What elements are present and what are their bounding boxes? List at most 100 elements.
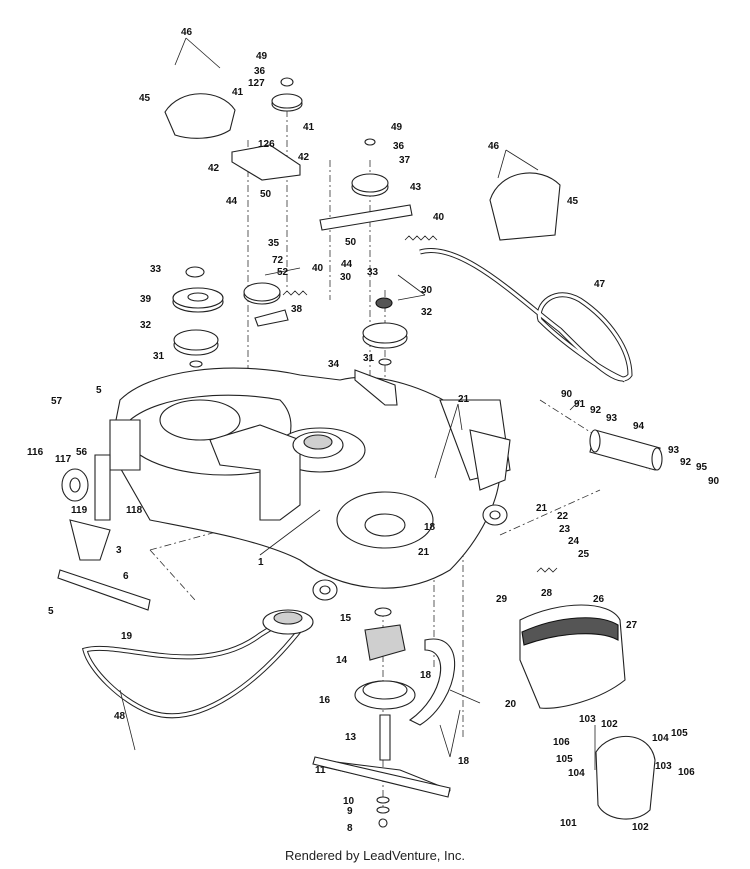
callout-label: 8 [347,823,353,834]
callout-label: 40 [312,263,324,274]
callout-label: 126 [258,139,275,150]
callout-label: 31 [363,353,375,364]
callout-label: 3 [116,545,122,556]
callout-label: 39 [140,294,152,305]
callout-label: 46 [488,141,500,152]
callout-label: 103 [579,714,596,725]
callout-label: 101 [560,818,577,829]
callout-label: 105 [671,728,688,739]
callout-label: 106 [678,767,695,778]
callout-label: 92 [590,405,602,416]
callout-label: 33 [367,267,379,278]
callout-label: 14 [336,655,348,666]
brackets [231,144,413,406]
mulch-cover [595,735,656,820]
callout-label: 26 [593,594,605,605]
callout-label: 56 [76,447,88,458]
callout-label: 72 [272,255,284,266]
callout-label: 22 [557,511,569,522]
callout-label: 43 [410,182,422,193]
callout-label: 21 [458,394,470,405]
mower-deck [109,367,511,589]
callout-label: 38 [291,304,303,315]
callout-label: 102 [601,719,618,730]
callout-label: 35 [268,238,280,249]
callout-label: 27 [626,620,638,631]
callout-label: 104 [568,768,585,779]
leader-lines [119,37,596,770]
callout-label: 104 [652,733,669,744]
callout-label: 50 [260,189,272,200]
callout-label: 11 [315,765,326,776]
callout-label: 34 [328,359,340,370]
callout-label: 29 [496,594,508,605]
callout-label: 20 [505,699,517,710]
callout-label: 94 [633,421,645,432]
callout-label: 95 [696,462,708,473]
mower-blade [312,756,451,798]
callout-label: 117 [55,454,72,465]
callout-label: 93 [668,445,680,456]
callout-label: 40 [433,212,445,223]
callout-label: 45 [567,196,579,207]
callout-label: 93 [606,413,618,424]
callout-label: 127 [248,78,265,89]
callout-label: 91 [574,399,586,410]
callout-label: 18 [420,670,432,681]
callout-label: 57 [51,396,63,407]
callout-label: 44 [341,259,353,270]
callout-label: 42 [298,152,310,163]
callout-label: 119 [71,505,88,516]
callout-label: 36 [393,141,405,152]
callout-label: 105 [556,754,573,765]
callout-label: 52 [277,267,289,278]
callout-label: 10 [343,796,355,807]
callout-label: 16 [319,695,331,706]
callout-label: 21 [418,547,430,558]
callout-label: 90 [708,476,720,487]
pulleys [172,77,408,368]
callout-label: 47 [594,279,606,290]
callout-label: 1 [258,557,264,568]
callout-label: 90 [561,389,573,400]
deck-baffle [408,638,456,726]
belt-shields [164,93,561,241]
callout-label: 106 [553,737,570,748]
gauge-wheel-assembly [57,454,151,611]
callout-label: 32 [421,307,433,318]
callout-label: 41 [232,87,244,98]
callout-label: 24 [568,536,580,547]
callout-label: 25 [578,549,590,560]
callout-label: 5 [96,385,102,396]
callout-label: 30 [421,285,433,296]
callout-label: 116 [27,447,44,458]
callout-label: 36 [254,66,266,77]
callout-label: 9 [347,806,353,817]
deck-wheels [312,429,511,601]
callout-label: 44 [226,196,238,207]
discharge-chute [519,604,626,709]
springs [282,235,558,573]
callout-label: 5 [48,606,54,617]
callout-label: 103 [655,761,672,772]
callout-label: 41 [303,122,315,133]
callout-label: 32 [140,320,152,331]
callout-label: 42 [208,163,220,174]
idler-bracket-assembly [209,424,344,521]
callout-label: 50 [345,237,357,248]
callout-label: 31 [153,351,165,362]
callout-label: 19 [121,631,133,642]
callout-label: 49 [391,122,403,133]
footer-credit: Rendered by LeadVenture, Inc. [285,848,465,863]
anti-scalp-roller [589,429,663,471]
callout-label: 21 [536,503,548,514]
callout-label: 49 [256,51,268,62]
callout-label: 118 [126,505,143,516]
callout-labels: 1 3 5 5 6 8 9 10 11 13 14 15 16 18 18 18… [27,27,720,834]
callout-label: 28 [541,588,553,599]
callout-label: 102 [632,822,649,833]
callout-label: 13 [345,732,357,743]
callout-label: 37 [399,155,411,166]
electric-clutch [262,609,314,635]
